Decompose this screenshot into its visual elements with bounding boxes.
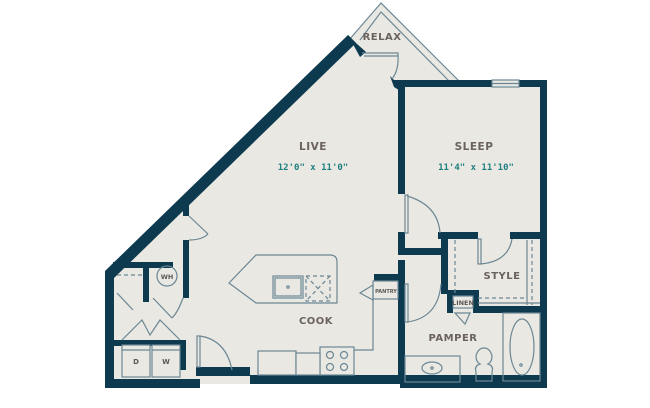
interior-walls <box>105 87 540 384</box>
cook-label: COOK <box>299 316 334 327</box>
entry-closet-door <box>188 215 209 241</box>
style-closet <box>454 238 540 305</box>
laundry-area <box>116 265 184 378</box>
relax-label: RELAX <box>363 32 402 43</box>
kitchen <box>196 254 399 376</box>
linen-label: LINEN <box>452 299 474 307</box>
relax-balcony <box>348 2 463 85</box>
water-heater-label: WH <box>161 273 174 281</box>
sleep-dimensions: 11'4" x 11'10" <box>438 163 514 173</box>
linen-closet <box>452 295 474 326</box>
relax-door <box>362 52 399 80</box>
sleep-window <box>491 79 520 88</box>
live-label: LIVE <box>299 141 327 153</box>
pantry-label: PANTRY <box>375 289 397 295</box>
style-label: STYLE <box>484 271 521 282</box>
floor-area <box>110 40 545 384</box>
sleep-label: SLEEP <box>455 141 494 153</box>
live-dimensions: 12'0" x 11'0" <box>278 163 348 173</box>
washer-label: W <box>162 358 170 366</box>
pamper-bath <box>404 283 541 383</box>
exterior-walls <box>105 35 547 388</box>
dryer-label: D <box>133 358 139 366</box>
sleep-door <box>404 194 441 234</box>
pamper-label: PAMPER <box>429 333 478 344</box>
